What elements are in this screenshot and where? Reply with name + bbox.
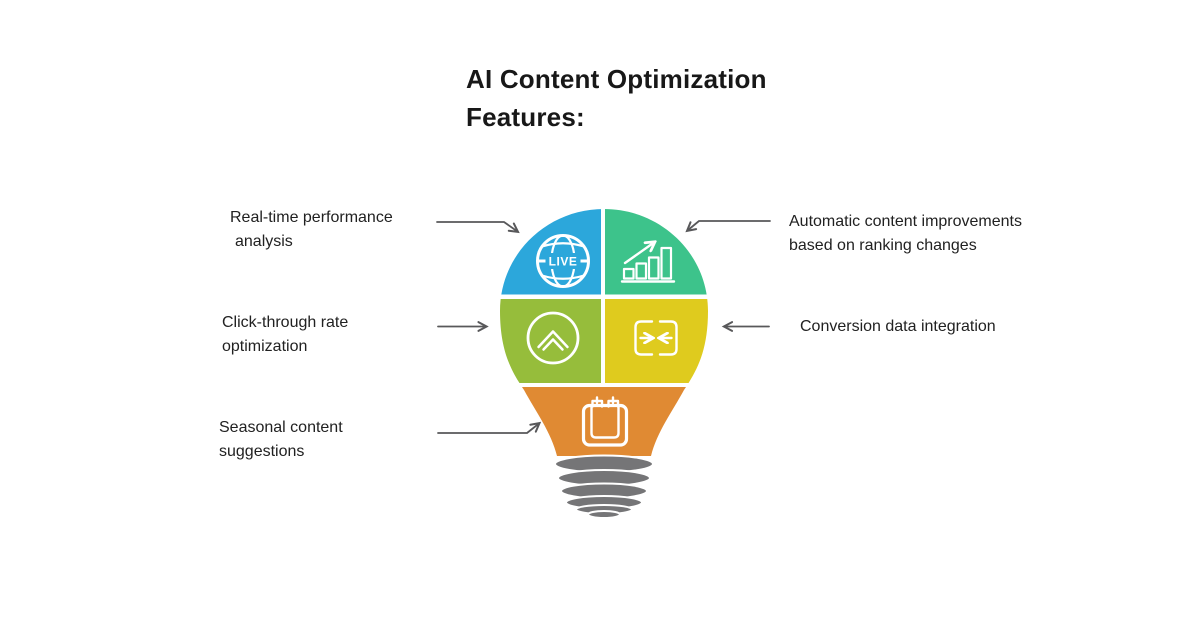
chart-bar: [660, 246, 673, 280]
bar-chart-growth-icon: [620, 243, 676, 283]
label-click-through-rate: Click-through rate optimization: [222, 311, 348, 358]
chart-bar: [622, 267, 635, 280]
merge-bracket-right: [658, 320, 678, 356]
label-line: Automatic content improvements: [789, 213, 1022, 230]
connector-arrows: [436, 220, 771, 434]
quadrant-ctr-optimization: [500, 299, 601, 383]
chart-bar: [635, 262, 648, 280]
arrow-real-time: [436, 221, 520, 234]
chevron-inner: [542, 338, 564, 351]
chart-bar: [647, 256, 660, 280]
label-line: Click-through rate: [222, 314, 349, 331]
live-globe-icon: LIVE: [536, 234, 590, 288]
label-automatic-improvements: Automatic content improvements based on …: [789, 210, 1022, 257]
calendar-outline: [581, 403, 629, 447]
globe-latitude: [540, 242, 586, 248]
calendar-icon: [581, 396, 629, 447]
live-band-dash: [539, 259, 546, 263]
merge-arrows-icon: [634, 320, 678, 356]
page-title: AI Content Optimization Features:: [466, 60, 767, 136]
arrow-seasonal: [437, 421, 542, 434]
label-line: Conversion data integration: [800, 318, 996, 335]
lightbulb-diagram: LIVE: [436, 209, 771, 519]
chevron-outer: [537, 330, 569, 349]
live-band: [542, 253, 584, 269]
label-line: suggestions: [219, 442, 305, 460]
label-conversion-data: Conversion data integration: [800, 315, 996, 339]
live-band-dash: [580, 259, 587, 263]
label-seasonal-content: Seasonal content suggestions: [219, 416, 343, 463]
quadrant-conversion-integration: [605, 299, 708, 383]
label-line: analysis: [235, 232, 293, 250]
page-title-line2: Features:: [466, 102, 585, 132]
label-line: optimization: [222, 337, 308, 355]
label-line: Seasonal content: [219, 419, 343, 436]
live-text: LIVE: [549, 255, 578, 269]
arrow-automatic: [685, 220, 771, 233]
page-title-line1: AI Content Optimization: [466, 64, 767, 94]
label-real-time-performance: Real-time performance analysis: [230, 206, 393, 253]
merge-bracket-left: [634, 320, 654, 356]
bulb-screw-base: [554, 454, 654, 519]
circle-chevron-up-icon: [526, 311, 580, 365]
growth-arrow: [623, 243, 654, 265]
globe-latitude: [540, 274, 586, 280]
chevron-circle-outline: [526, 311, 580, 365]
calendar-inner-page: [590, 405, 620, 439]
screw-tip: [587, 510, 621, 519]
label-line: based on ranking changes: [789, 236, 977, 254]
label-line: Real-time performance: [230, 209, 393, 226]
